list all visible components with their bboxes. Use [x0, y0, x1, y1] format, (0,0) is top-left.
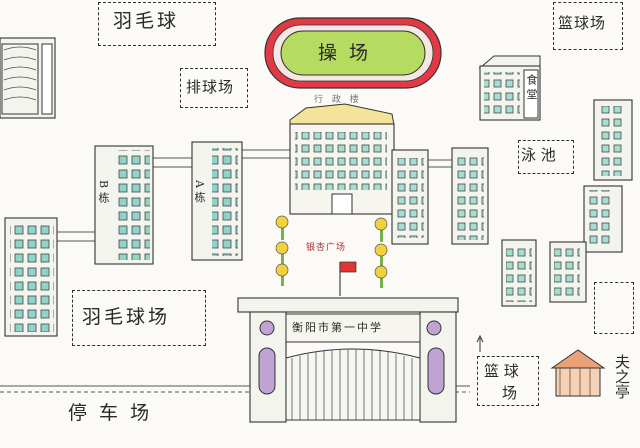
- parking-lot-label: 停 车 场: [68, 402, 153, 424]
- building-east-small-1: [501, 239, 537, 307]
- gate-sign-label: 衡阳市第一中学: [292, 321, 383, 334]
- tree: [275, 263, 289, 286]
- building-b: [94, 145, 154, 265]
- pool-box: [518, 140, 574, 174]
- badminton-court-top-box: [98, 2, 216, 46]
- volleyball-court-box: [180, 68, 248, 108]
- basketball-court-bottom-label-1: 篮 球: [484, 362, 519, 380]
- admin-building: [289, 103, 395, 215]
- basketball-court-top-box: [553, 2, 623, 50]
- badminton-court-bottom-label: 羽毛球场: [82, 306, 171, 328]
- playground-label: 操 场: [318, 42, 372, 64]
- pavilion-label: 夫之亭: [613, 354, 631, 399]
- flagpole: [339, 261, 357, 296]
- cafeteria-building: [478, 55, 541, 121]
- basketball-court-top-label: 篮球场: [558, 14, 607, 32]
- playground-track: [264, 17, 442, 89]
- volleyball-court-label: 排球场: [186, 78, 235, 96]
- school-gate: [237, 297, 459, 423]
- building-left-edge: [0, 37, 56, 119]
- tree: [374, 243, 388, 268]
- building-northeast: [593, 99, 633, 181]
- building-a: [191, 141, 243, 261]
- basketball-court-bottom-box: [477, 356, 539, 406]
- badminton-court-top-label: 羽毛球: [113, 10, 180, 32]
- tree: [275, 241, 289, 266]
- cafeteria-label: 食 堂: [525, 74, 538, 100]
- building-a-label: A 栋: [193, 180, 206, 203]
- building-left-lower: [4, 217, 58, 337]
- badminton-court-bottom-box: [72, 290, 206, 346]
- tree: [374, 265, 388, 288]
- east-court-box: [594, 282, 634, 334]
- building-east-mid: [583, 185, 623, 253]
- north-arrow-icon: [476, 334, 484, 352]
- tree: [374, 217, 388, 242]
- pool-label: 泳 池: [521, 146, 556, 164]
- tree: [275, 215, 289, 240]
- ginkgo-square-label: 银杏广场: [306, 243, 347, 253]
- building-east-small-2: [549, 241, 587, 303]
- building-b-label: B 栋: [97, 180, 110, 203]
- building-east: [451, 147, 489, 245]
- basketball-court-bottom-label-2: 场: [502, 384, 521, 402]
- admin-building-label: 行 政 楼: [314, 95, 362, 105]
- ginkgo-trees: [275, 215, 388, 288]
- pavilion-structure: [550, 349, 606, 397]
- admin-annex: [391, 149, 429, 245]
